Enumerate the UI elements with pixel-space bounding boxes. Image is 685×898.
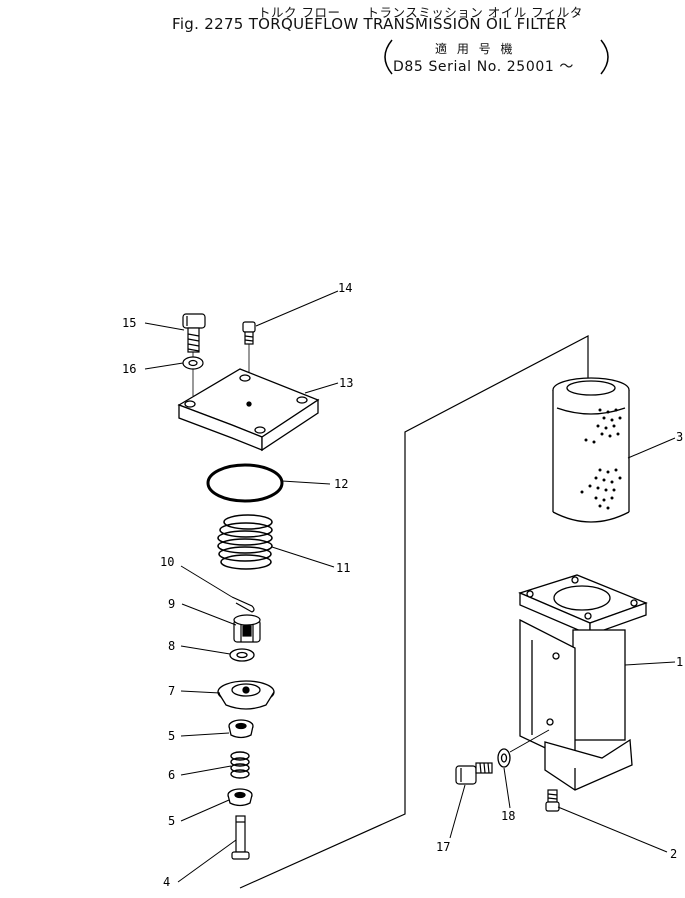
leader-16	[144, 362, 184, 370]
serial-range: D85 Serial No. 25001 ～	[393, 59, 574, 75]
leader-12	[281, 480, 331, 485]
left-paren	[384, 39, 393, 75]
leader-18b	[509, 729, 550, 753]
callout-13: 13	[339, 376, 353, 390]
callout-8: 8	[168, 639, 175, 653]
part-6-spring	[230, 751, 250, 779]
applicability-label-jp: 適 用 号 機	[435, 42, 516, 56]
figure-title: Fig. 2275 TORQUEFLOW TRANSMISSION OIL FI…	[172, 15, 567, 33]
part-14-plug	[242, 321, 256, 402]
part-5b-collar	[227, 788, 253, 807]
right-paren	[600, 39, 609, 75]
callout-16: 16	[122, 362, 136, 376]
part-13-cover	[177, 368, 320, 452]
callout-9: 9	[168, 597, 175, 611]
callout-4: 4	[163, 875, 170, 889]
leader-10	[180, 565, 233, 598]
leader-7	[180, 690, 221, 694]
callout-18: 18	[501, 809, 515, 823]
part-2-plug	[545, 789, 560, 812]
leader-17	[449, 784, 466, 839]
leader-15	[144, 322, 185, 331]
callout-17: 17	[436, 840, 450, 854]
part-1-filter-case	[518, 574, 648, 791]
callout-11: 11	[336, 561, 350, 575]
leader-8	[180, 645, 231, 655]
leader-2	[557, 806, 668, 853]
part-12-oring	[206, 463, 284, 503]
callout-7: 7	[168, 684, 175, 698]
leader-18	[503, 767, 511, 809]
part-8-washer	[229, 648, 255, 662]
callout-5b: 5	[168, 814, 175, 828]
part-17-bolt	[455, 762, 493, 785]
leader-9	[181, 603, 237, 626]
callout-1: 1	[676, 655, 683, 669]
part-9-nut	[233, 614, 261, 643]
leader-13	[304, 382, 339, 394]
callout-15: 15	[122, 316, 136, 330]
leader-11	[271, 546, 335, 568]
leader-4	[177, 839, 237, 883]
leader-14	[255, 290, 339, 327]
callout-12: 12	[334, 477, 348, 491]
part-16-washer	[182, 356, 204, 370]
part-4-stem	[231, 815, 250, 860]
part-11-spring	[217, 514, 273, 570]
callout-2: 2	[670, 847, 677, 861]
part-15-bolt	[182, 313, 206, 396]
part-5a-collar	[228, 719, 254, 739]
callout-14: 14	[338, 281, 352, 295]
japanese-title: トルク フロー トランスミッション オイル フィルタ	[258, 5, 583, 20]
leader-3	[627, 437, 676, 459]
leader-1	[624, 661, 676, 666]
callout-3: 3	[676, 430, 683, 444]
callout-6: 6	[168, 768, 175, 782]
part-3-filter-element	[552, 377, 630, 523]
leader-5a	[180, 732, 230, 737]
leader-6	[180, 765, 232, 776]
callout-10: 10	[160, 555, 174, 569]
leader-5b	[180, 799, 230, 822]
part-7-valve	[217, 680, 275, 710]
part-10-pin	[231, 596, 255, 613]
callout-5a: 5	[168, 729, 175, 743]
part-18-washer	[497, 748, 511, 768]
assembly-line	[239, 335, 589, 889]
